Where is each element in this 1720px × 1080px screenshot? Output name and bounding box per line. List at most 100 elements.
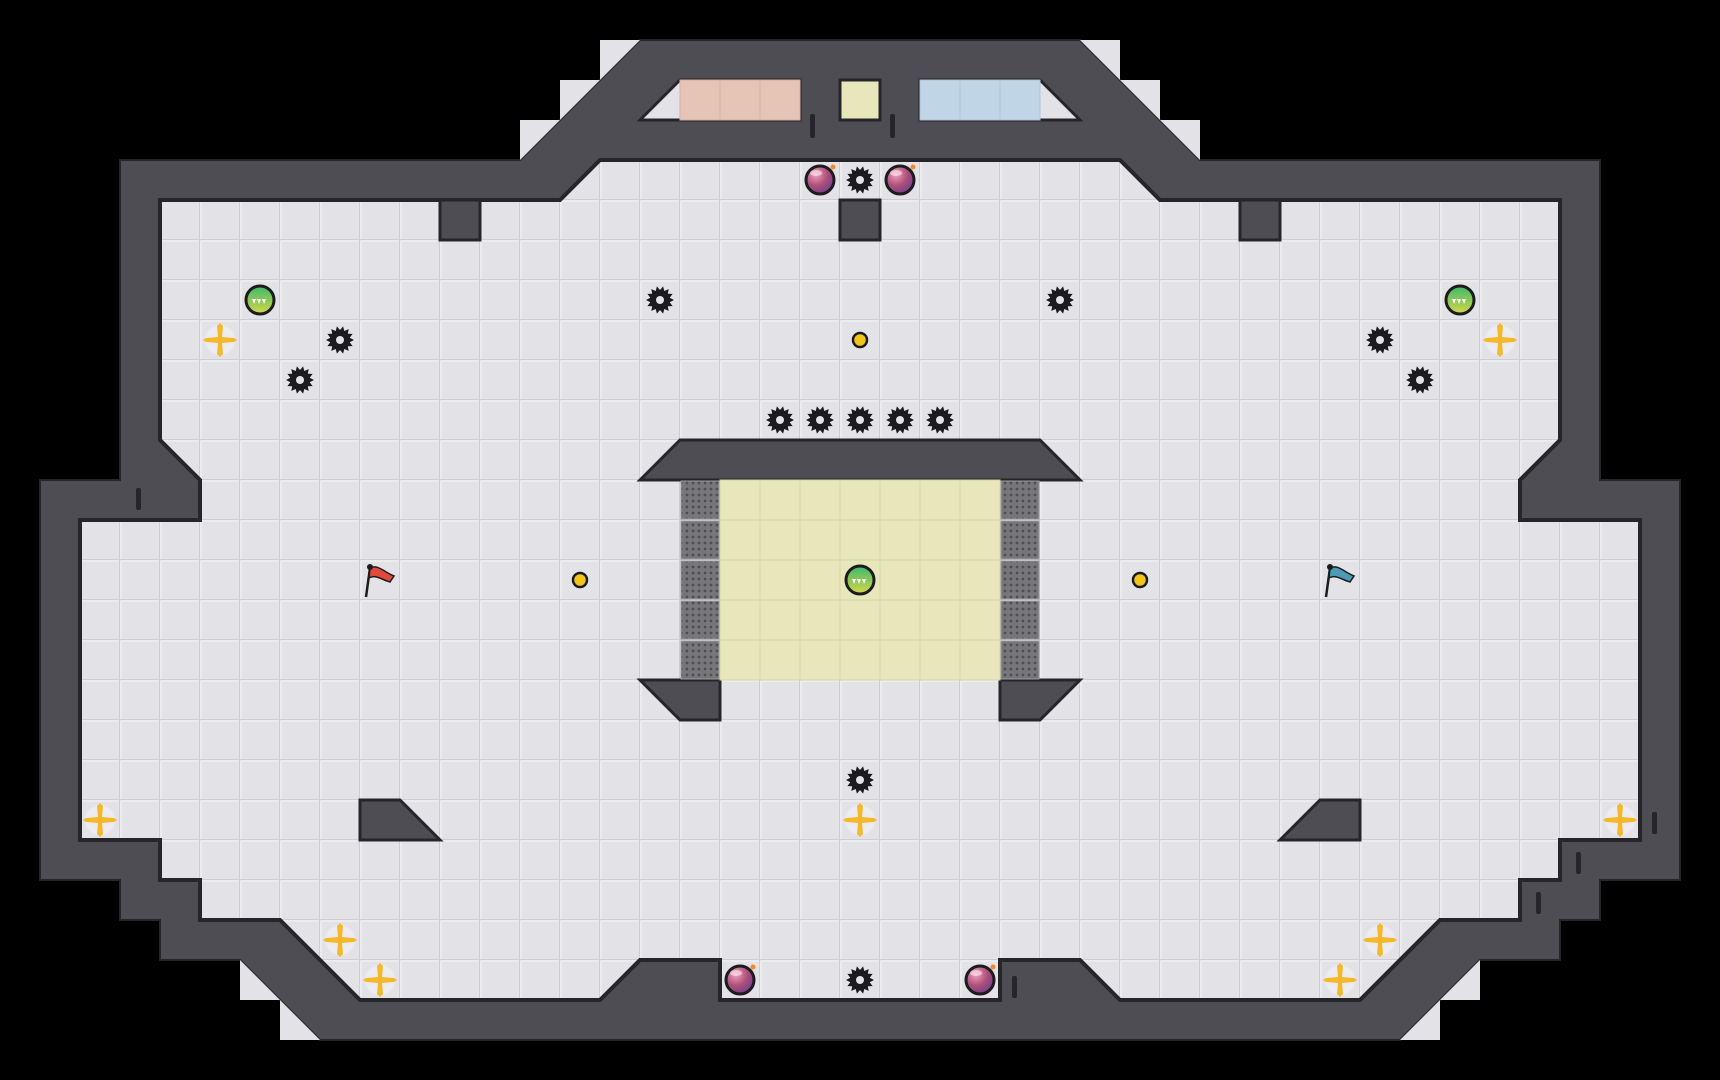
neutral-zone-tile (799, 639, 841, 681)
bomb-fuse (990, 964, 996, 970)
spike-hole (336, 336, 344, 344)
neutral-zone-tile (759, 559, 801, 601)
blue-team-tile (919, 79, 961, 121)
boost-arrows (1323, 963, 1357, 997)
neutral-zone-tile (959, 599, 1001, 641)
neutral-zone-tile (879, 559, 921, 601)
corner-tile (1160, 120, 1200, 160)
neutral-zone-tile (959, 559, 1001, 601)
bomb-body (724, 964, 756, 996)
neutral-window-tile (838, 78, 882, 122)
neutral-zone-tile (799, 479, 841, 521)
neutral-zone-tile (839, 519, 881, 561)
neutral-zone-tile (839, 479, 881, 521)
neutral-zone-tile (759, 599, 801, 641)
neutral-zone-tile (799, 599, 841, 641)
wall-notch-left (438, 198, 482, 242)
portal-dot-icon (851, 331, 869, 349)
corner-tile (280, 1000, 320, 1040)
neutral-zone-tile (759, 479, 801, 521)
spike-hole (656, 296, 664, 304)
neutral-zone-tile (879, 639, 921, 681)
boost-arrows (323, 923, 357, 957)
entities (83, 164, 1637, 997)
neutral-zone-tile (919, 559, 961, 601)
neutral-zone-tile (879, 599, 921, 641)
powerup-marks (1452, 299, 1466, 304)
powerup-icon (844, 564, 876, 596)
spike-icon (326, 326, 354, 354)
neutral-zone-tile (719, 559, 761, 601)
spike-icon (846, 766, 874, 794)
neutral-zone-tile (919, 599, 961, 641)
corner-tile (240, 960, 280, 1000)
corner-tile (1440, 960, 1480, 1000)
neutral-zone-tile (919, 519, 961, 561)
spike-hole (296, 376, 304, 384)
bomb-icon (964, 964, 996, 996)
gate-marker (1652, 812, 1657, 834)
grate-tile (680, 640, 720, 680)
bomb-icon (724, 964, 756, 996)
spike-icon (846, 406, 874, 434)
boost-arrows (1603, 803, 1637, 837)
spike-icon (846, 166, 874, 194)
spike-icon (886, 406, 914, 434)
right-ramp-wall (1276, 798, 1362, 842)
powerup-marks (852, 579, 866, 584)
gate-marker (1012, 976, 1017, 998)
wall-notch-center (838, 198, 882, 242)
spike-hole (856, 416, 864, 424)
red-team-tile (679, 79, 721, 121)
spike-hole (1056, 296, 1064, 304)
spike-hole (776, 416, 784, 424)
flag-knob (367, 564, 373, 570)
neutral-zone-tile (839, 599, 881, 641)
spike-icon (646, 286, 674, 314)
neutral-zone-tile (879, 519, 921, 561)
bomb-icon (884, 164, 916, 196)
neutral-zone-tile (919, 639, 961, 681)
grate-tile (1000, 560, 1040, 600)
spike-icon (806, 406, 834, 434)
spike-icon (766, 406, 794, 434)
gate-marker (1576, 852, 1581, 874)
bomb-body (884, 164, 916, 196)
corner-tile (600, 40, 640, 80)
neutral-zone-tile (719, 639, 761, 681)
bomb-fuse (750, 964, 756, 970)
gate-marker (1536, 892, 1541, 914)
zones (636, 78, 1084, 681)
bomb-shine (890, 170, 902, 176)
bomb-fuse (910, 164, 916, 170)
spike-hole (856, 176, 864, 184)
boost-arrows (83, 803, 117, 837)
center-bottom-left-wall (636, 678, 722, 722)
bomb-shine (810, 170, 822, 176)
neutral-zone-tile (959, 519, 1001, 561)
gate-marker (890, 114, 895, 138)
corner-tile (1400, 1000, 1440, 1040)
center-bottom-right-wall (998, 678, 1084, 722)
blue-team-tile (999, 79, 1041, 121)
spike-hole (856, 776, 864, 784)
boost-arrows (1363, 923, 1397, 957)
spike-hole (936, 416, 944, 424)
boost-icon (363, 963, 397, 997)
neutral-zone-tile (799, 559, 841, 601)
neutral-zone-tile (719, 479, 761, 521)
boost-arrows (203, 323, 237, 357)
bomb-fuse (830, 164, 836, 170)
spike-icon (846, 966, 874, 994)
flag-cloth (1328, 566, 1356, 583)
gate-marker (810, 114, 815, 138)
corner-tile (1080, 40, 1120, 80)
corner-tile (560, 80, 600, 120)
left-ramp-wall (358, 798, 444, 842)
spike-icon (1406, 366, 1434, 394)
spike-hole (1416, 376, 1424, 384)
grate-tile (680, 520, 720, 560)
portal-dot-icon (1131, 571, 1149, 589)
grate-tile (1000, 520, 1040, 560)
red-team-tile (759, 79, 801, 121)
